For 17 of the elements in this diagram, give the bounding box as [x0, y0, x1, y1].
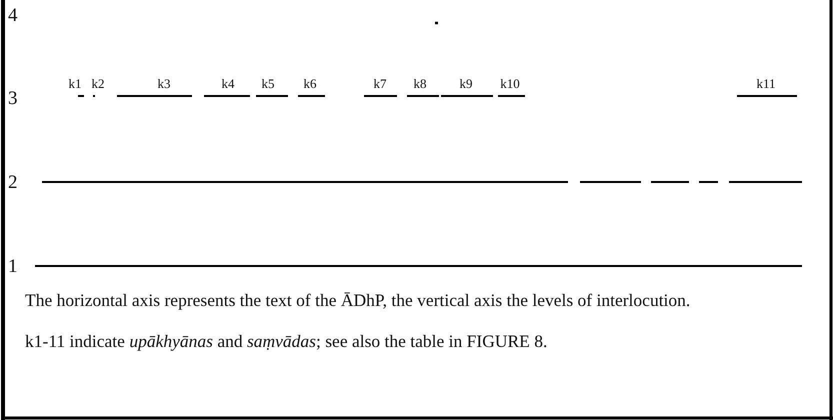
segment-label: k2: [92, 77, 104, 90]
segment-label: k4: [222, 77, 234, 90]
level-number: 1: [8, 257, 18, 276]
segment-label: k11: [756, 77, 776, 90]
level-number: 4: [8, 6, 18, 25]
caption: The horizontal axis represents the text of the ĀDhP, the vertical axis the levels of interlocution.: [25, 290, 692, 310]
segment-label: k1: [68, 77, 82, 90]
segment-label: k3: [158, 77, 170, 90]
segment-label: k10: [500, 77, 520, 90]
caption-note: k1-11 indicate upākhyānas and saṃvādas; see also the table in FIGURE 8.: [25, 331, 548, 351]
segment-label: k6: [304, 77, 316, 90]
level-number: 2: [8, 173, 18, 192]
level-number: 3: [8, 89, 18, 108]
segment-label: k7: [374, 77, 386, 90]
segment-label: k5: [262, 77, 274, 90]
segment-label: k8: [414, 77, 426, 90]
segment-label: k9: [460, 77, 472, 90]
